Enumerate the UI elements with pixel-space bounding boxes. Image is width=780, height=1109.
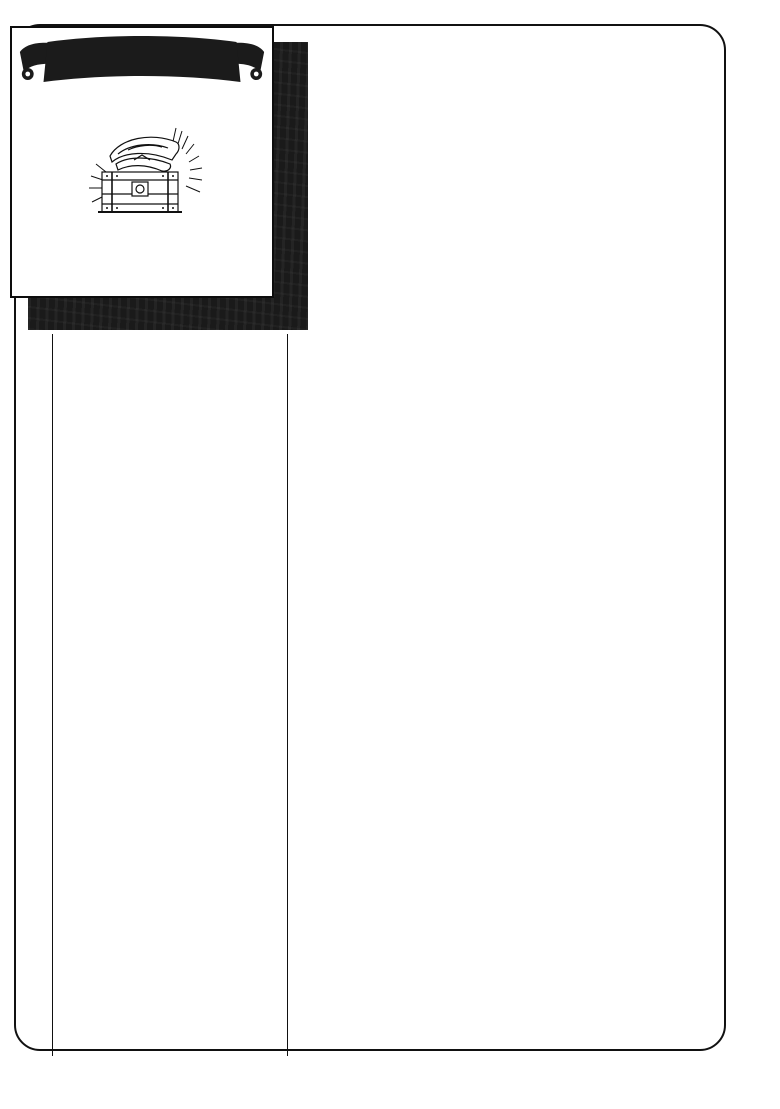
brand-logo-card [10,26,274,298]
product-photo-grid [316,48,720,1048]
ribbon-banner-icon [19,36,265,82]
catalog-list-column [52,334,288,1056]
treasure-chest-icon [89,127,203,213]
ribbon-banner [12,34,272,100]
